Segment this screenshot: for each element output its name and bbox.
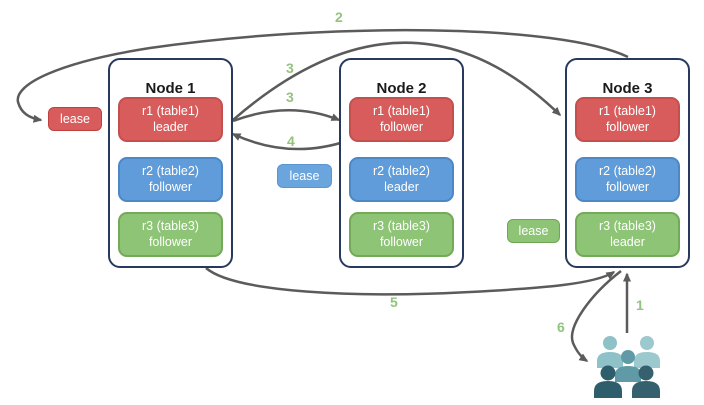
- arrow-step5: [205, 267, 616, 296]
- replica-role: leader: [610, 234, 645, 249]
- step-label-3b: 3: [286, 89, 294, 105]
- node-2-replica-r2: r2 (table2) leader: [349, 157, 454, 202]
- lease-label: lease: [60, 112, 90, 126]
- node-1: Node 1 r1 (table1) leader r2 (table2) fo…: [108, 58, 233, 268]
- replica-name: r1 (table1): [373, 103, 430, 118]
- node-1-replica-r3: r3 (table3) follower: [118, 212, 223, 257]
- node-3-title: Node 3: [602, 80, 653, 97]
- user-back-right: [634, 336, 660, 368]
- replica-role: follower: [605, 179, 650, 194]
- node-3-replica-r2: r2 (table2) follower: [575, 157, 680, 202]
- replica-name: r2 (table2): [373, 163, 430, 178]
- replica-name: r1 (table1): [599, 103, 656, 118]
- replica-role: follower: [148, 179, 193, 194]
- lease-label: lease: [289, 169, 320, 183]
- replica-role: leader: [153, 119, 188, 134]
- replica-name: r2 (table2): [599, 163, 656, 178]
- user-front-left: [594, 365, 622, 398]
- step-label-5: 5: [390, 294, 398, 310]
- node-2-replica-r1: r1 (table1) follower: [349, 97, 454, 142]
- step-label-1: 1: [636, 297, 644, 313]
- node-1-replica-r2: r2 (table2) follower: [118, 157, 223, 202]
- step-label-4: 4: [287, 133, 295, 149]
- replica-name: r1 (table1): [142, 103, 199, 118]
- replica-role: follower: [148, 234, 193, 249]
- lease-badge-r1: lease: [48, 107, 102, 131]
- node-2: Node 2 r1 (table1) follower r2 (table2) …: [339, 58, 464, 268]
- replica-role: leader: [384, 179, 419, 194]
- user-middle: [615, 350, 641, 382]
- step-label-6: 6: [557, 319, 565, 335]
- step-label-2: 2: [335, 9, 343, 25]
- replica-name: r2 (table2): [142, 163, 199, 178]
- user-back-left: [597, 336, 623, 368]
- node-3: Node 3 r1 (table1) follower r2 (table2) …: [565, 58, 690, 268]
- step-label-3a: 3: [286, 60, 294, 76]
- node-1-title: Node 1: [145, 80, 196, 97]
- lease-badge-r3: lease: [507, 219, 560, 243]
- node-3-replica-r1: r1 (table1) follower: [575, 97, 680, 142]
- node-2-title: Node 2: [376, 80, 427, 97]
- replica-role: follower: [379, 119, 424, 134]
- node-1-replica-r1: r1 (table1) leader: [118, 97, 223, 142]
- node-3-replica-r3: r3 (table3) leader: [575, 212, 680, 257]
- arrow-step3-to-node2: [232, 109, 341, 123]
- replica-role: follower: [379, 234, 424, 249]
- lease-label: lease: [518, 224, 549, 238]
- user-front-right: [632, 365, 660, 398]
- replica-name: r3 (table3): [373, 218, 430, 233]
- replica-name: r3 (table3): [142, 218, 199, 233]
- node-2-replica-r3: r3 (table3) follower: [349, 212, 454, 257]
- users-icon: [594, 336, 660, 398]
- replica-role: follower: [605, 119, 650, 134]
- lease-badge-r2: lease: [277, 164, 332, 188]
- replica-name: r3 (table3): [599, 218, 656, 233]
